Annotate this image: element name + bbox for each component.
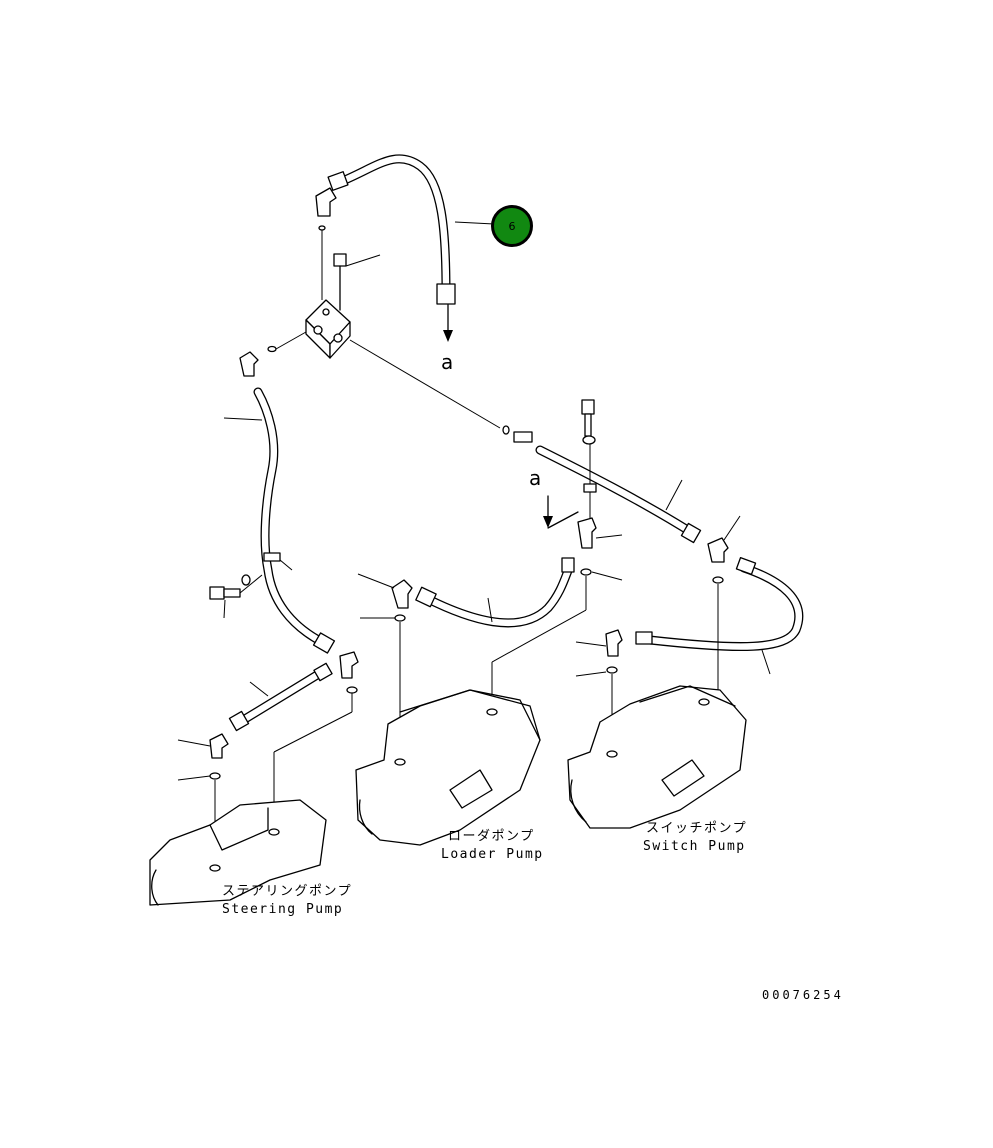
manifold-block	[239, 225, 501, 429]
loader-pump-body	[355, 689, 541, 846]
loader-pump-label-jp: ローダポンプ	[448, 829, 535, 844]
left-bolt	[209, 574, 263, 619]
callout-part-6[interactable]: 6	[491, 205, 533, 247]
switch-pump-body	[567, 685, 747, 829]
switch-pump-label-en: Switch Pump	[643, 839, 746, 854]
view-marker-arrow	[543, 495, 579, 529]
tee-fitting	[502, 399, 702, 549]
drawing-number: 00076254	[762, 988, 844, 1002]
steering-pump-body	[149, 799, 327, 906]
callout-number: 6	[508, 219, 516, 233]
view-marker-upper: a	[441, 350, 454, 374]
steering-pump-label-jp: ステアリングポンプ	[222, 884, 353, 899]
view-marker-lower: a	[529, 466, 542, 490]
switch-pump-label-jp: スイッチポンプ	[646, 821, 748, 836]
switch-hose	[575, 515, 804, 752]
steering-elbow	[273, 651, 359, 830]
steering-pipe	[177, 662, 333, 868]
loader-pump-label-en: Loader Pump	[441, 847, 544, 862]
top-hose-assembly	[315, 154, 495, 342]
left-pipe	[223, 387, 336, 654]
loader-hose	[357, 557, 623, 760]
steering-pump-label-en: Steering Pump	[222, 902, 344, 917]
